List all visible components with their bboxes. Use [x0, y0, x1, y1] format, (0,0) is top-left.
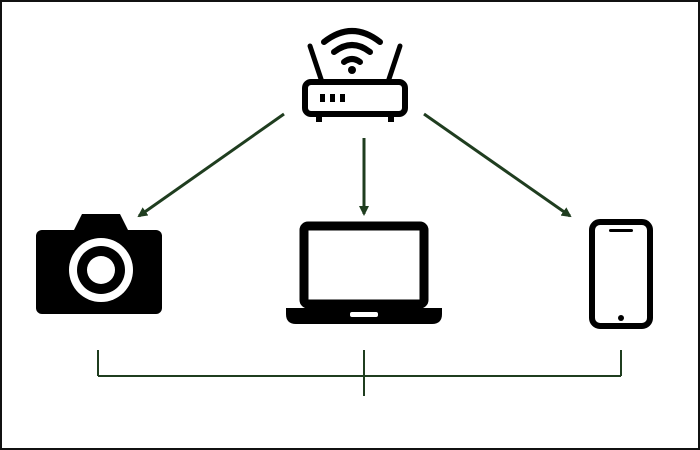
edge-router-camera — [137, 112, 285, 218]
wifi-router-icon — [302, 28, 408, 122]
camera-icon — [36, 214, 162, 314]
laptop-icon — [286, 221, 442, 324]
smartphone-icon — [589, 219, 653, 329]
edge-router-phone — [423, 112, 572, 218]
group-bracket — [97, 350, 622, 396]
